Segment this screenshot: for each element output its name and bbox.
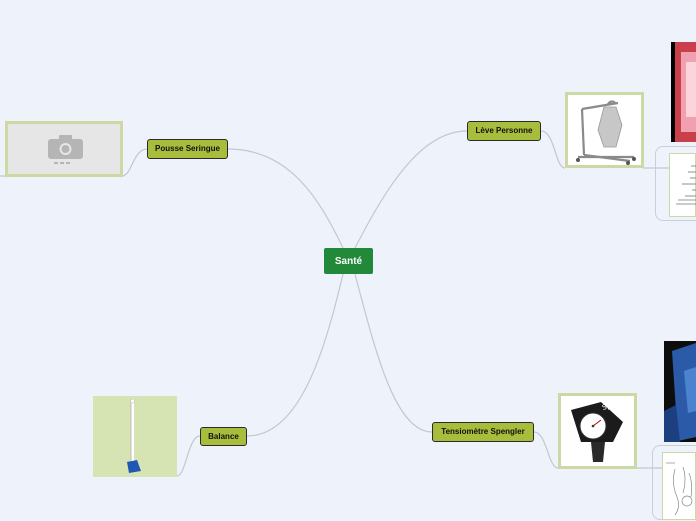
branch-node-leve-personne[interactable]: Lève Personne: [467, 121, 541, 141]
connector-leve-personne: [354, 130, 468, 249]
scale-image[interactable]: [93, 396, 177, 477]
patient-lift-photo: [568, 95, 641, 165]
branch-node-tensiometre-spengler[interactable]: Tensiomètre Spengler: [432, 422, 534, 442]
connector-leve-personne-image: [540, 130, 566, 169]
branch-node-pousse-seringue[interactable]: Pousse Seringue: [147, 139, 228, 159]
camera-placeholder-image[interactable]: [5, 121, 123, 177]
scale-photo: [127, 398, 141, 473]
connector-balance-image: [176, 435, 201, 477]
sphygmomanometer-photo: Spengler: [561, 396, 634, 466]
tensiometer-photo-sub-image[interactable]: [664, 341, 696, 442]
connector-tensiometre-image: [533, 431, 559, 469]
branch-node-balance[interactable]: Balance: [200, 427, 247, 446]
cuff-photo-icon: [664, 341, 696, 442]
patient-lift-image[interactable]: [565, 92, 644, 168]
branch-label: Balance: [208, 431, 239, 441]
root-node[interactable]: Santé: [324, 248, 373, 274]
lift-photo-sub-image[interactable]: [671, 42, 696, 142]
lift-photo-sub-icon: [675, 42, 696, 142]
lift-document-frame: [655, 146, 696, 221]
branch-label: Lève Personne: [475, 126, 533, 135]
lift-document-sub-image[interactable]: [669, 153, 696, 217]
root-node-label: Santé: [334, 255, 363, 267]
sphygmomanometer-image[interactable]: Spengler: [558, 393, 637, 469]
connector-pousse-seringue: [227, 148, 344, 249]
tensiometer-document-sub-image[interactable]: [662, 452, 696, 520]
branch-label: Pousse Seringue: [155, 144, 220, 153]
document-thumbnail-icon: [676, 165, 696, 205]
camera-placeholder-icon: [8, 124, 120, 174]
branch-label: Tensiomètre Spengler: [441, 427, 525, 436]
manual-thumbnail-icon: [666, 462, 693, 516]
connector-balance: [246, 273, 344, 437]
connector-tensiometre: [354, 273, 433, 433]
